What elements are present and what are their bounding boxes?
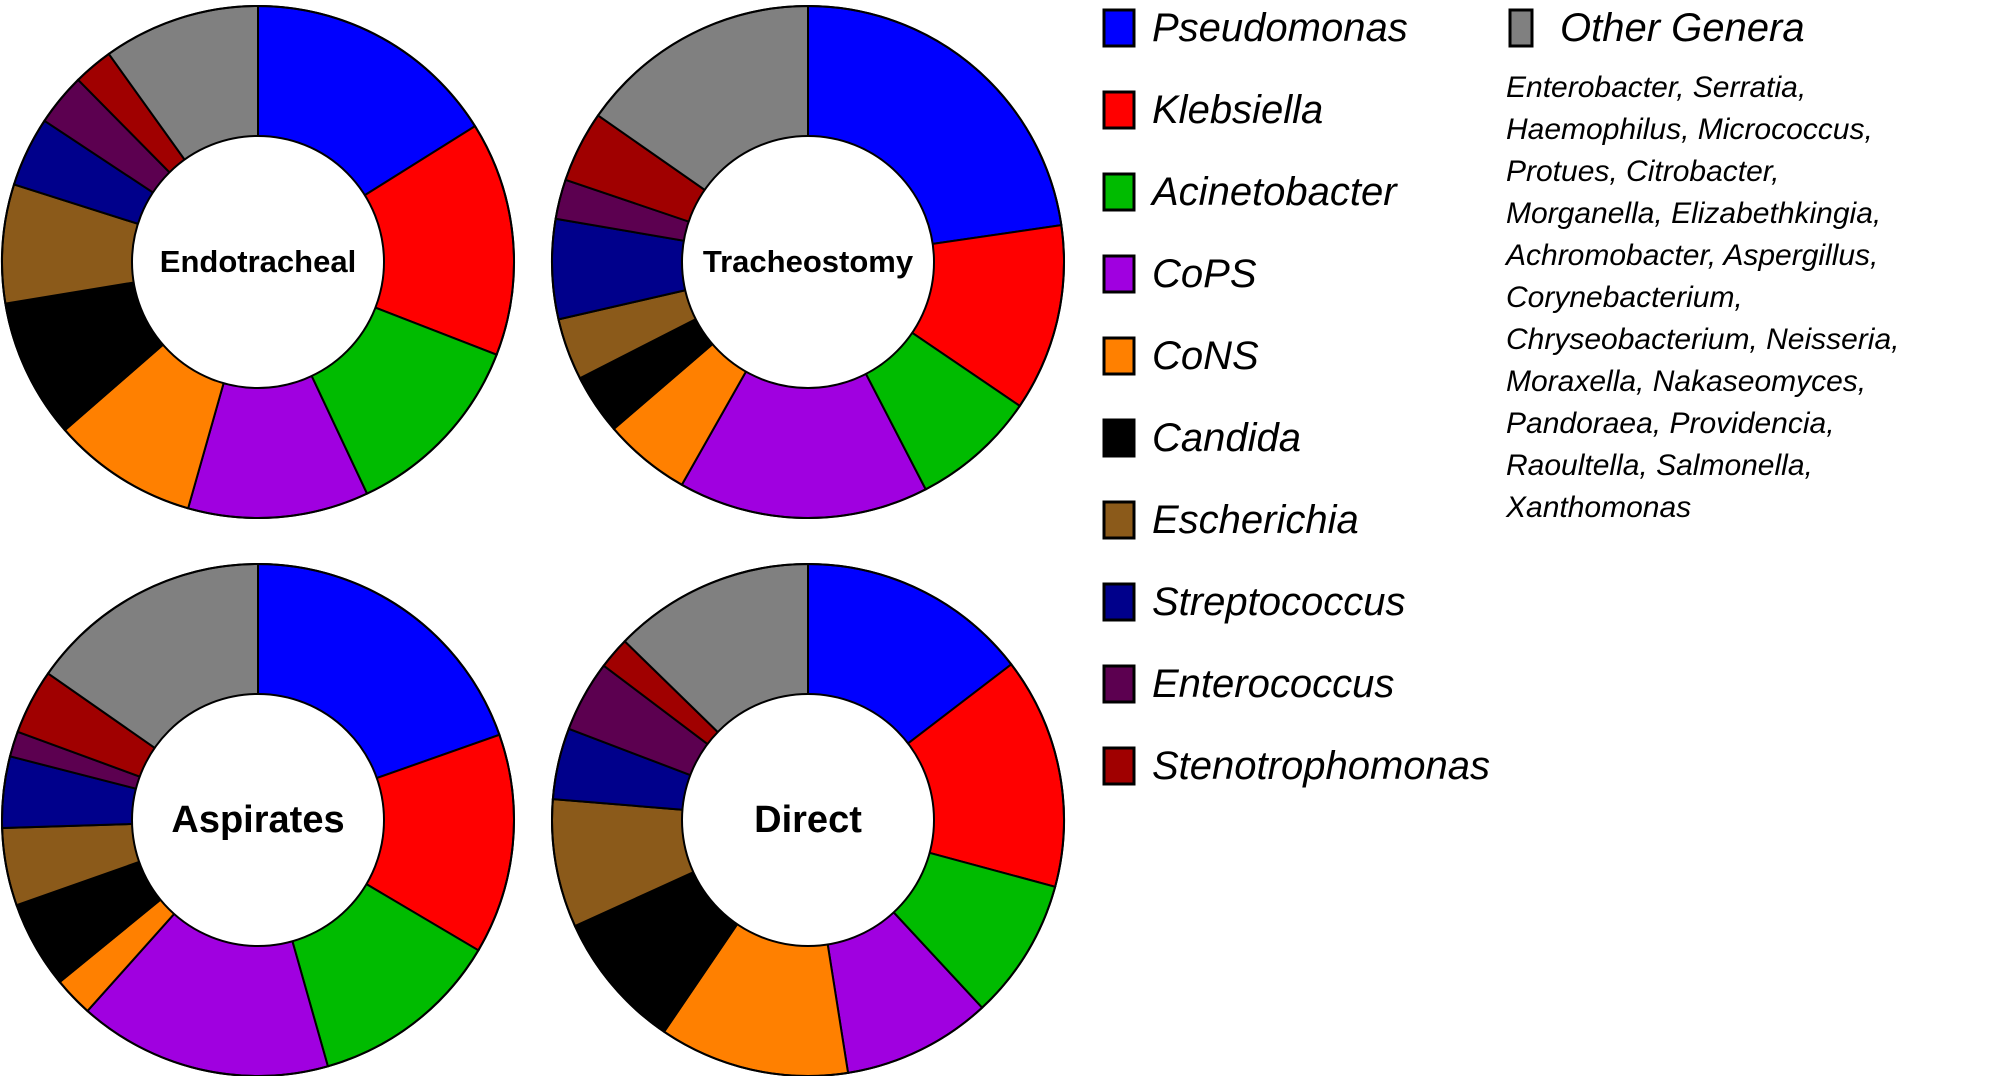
legend-swatch (1102, 8, 1136, 48)
donut-direct: Direct (551, 562, 1065, 1076)
legend-item-stenotrophomonas: Stenotrophomonas (1102, 744, 1490, 788)
donut-hole (131, 135, 385, 389)
legend-swatch (1102, 418, 1136, 458)
legend-item-cons: CoNS (1102, 334, 1259, 378)
legend-label-other-genera: Other Genera (1560, 6, 1805, 50)
legend-swatch (1102, 336, 1136, 376)
legend-swatch (1102, 90, 1136, 130)
other-genera-line: Morganella, Elizabethkingia, (1506, 197, 1881, 230)
donut-hole (131, 693, 385, 947)
donut-outline (1, 563, 515, 1076)
legend-swatch (1102, 582, 1136, 622)
other-genera-line: Enterobacter, Serratia, (1506, 71, 1806, 104)
legend-swatch (1102, 254, 1136, 294)
donut-tracheostomy: Tracheostomy (551, 4, 1065, 519)
legend-swatch-other-genera (1508, 8, 1534, 48)
legend-swatch (1102, 664, 1136, 704)
other-genera-line: Haemophilus, Micrococcus, (1506, 113, 1873, 146)
other-genera-line: Protues, Citrobacter, (1506, 155, 1779, 188)
legend-item-cops: CoPS (1102, 252, 1257, 296)
legend-item-candida: Candida (1102, 416, 1301, 460)
legend-item-streptococcus: Streptococcus (1102, 580, 1405, 624)
legend-item-pseudomonas: Pseudomonas (1102, 6, 1408, 50)
donut-outline (1, 5, 515, 519)
legend-label: Pseudomonas (1152, 6, 1408, 50)
donut-hole (681, 135, 935, 389)
other-genera-line: Moraxella, Nakaseomyces, (1506, 365, 1866, 398)
legend-label: CoNS (1152, 334, 1259, 378)
legend-label: Enterococcus (1152, 662, 1394, 706)
legend-label: Klebsiella (1152, 88, 1323, 132)
other-genera-line: Raoultella, Salmonella, (1506, 449, 1813, 482)
other-genera-line: Pandoraea, Providencia, (1506, 407, 1835, 440)
legend-item-enterococcus: Enterococcus (1102, 662, 1394, 706)
legend-item-escherichia: Escherichia (1102, 498, 1359, 542)
donut-outline (551, 563, 1065, 1076)
donut-title: Aspirates (171, 799, 344, 841)
other-genera-line: Xanthomonas (1505, 491, 1691, 524)
legend-label: Escherichia (1152, 498, 1359, 542)
donut-aspirates: Aspirates (1, 562, 515, 1076)
legend-label: Stenotrophomonas (1152, 744, 1490, 788)
donut-endotracheal: Endotracheal (1, 4, 515, 519)
legend-item-klebsiella: Klebsiella (1102, 88, 1323, 132)
other-genera-line: Corynebacterium, (1506, 281, 1743, 314)
legend-label: Candida (1152, 416, 1301, 460)
donut-title: Endotracheal (160, 244, 356, 279)
donut-title: Direct (754, 799, 862, 841)
legend-item-acinetobacter: Acinetobacter (1102, 170, 1398, 214)
donut-title: Tracheostomy (703, 244, 914, 279)
legend-label: Acinetobacter (1150, 170, 1398, 214)
legend-label: Streptococcus (1152, 580, 1405, 624)
other-genera-line: Chryseobacterium, Neisseria, (1506, 323, 1899, 356)
donut-hole (681, 693, 935, 947)
legend-swatch (1102, 172, 1136, 212)
legend-swatch (1102, 746, 1136, 786)
donut-outline (551, 5, 1065, 519)
legend-swatch (1102, 500, 1136, 540)
legend-label: CoPS (1152, 252, 1257, 296)
other-genera-line: Achromobacter, Aspergillus, (1504, 239, 1878, 272)
